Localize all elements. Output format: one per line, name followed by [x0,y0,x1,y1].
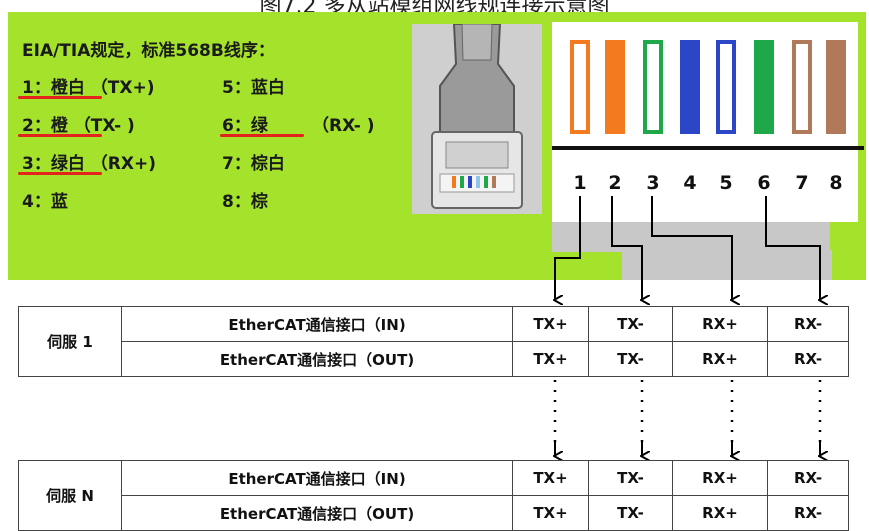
signal-cell: RX+ [672,341,768,377]
pin-number: 1 [573,172,587,194]
wire-5-blue-white [716,40,736,134]
signal-cell: TX+ [512,495,589,531]
servo-1-table: 伺服 1 EtherCAT通信接口（IN) TX+ TX- RX+ RX- Et… [18,306,849,377]
highlight-underline [18,172,102,175]
port-cell: EtherCAT通信接口（IN) [121,306,513,342]
legend-header: EIA/TIA规定，标准568B线序： [22,41,275,61]
pin-number: 8 [829,172,843,194]
signal-cell: TX- [588,306,673,342]
pin-number: 7 [795,172,809,194]
pin-number: 2 [608,172,622,194]
legend-pin-6-signal: （RX- ) [312,116,375,136]
table-row: EtherCAT通信接口（OUT) TX+ TX- RX+ RX- [19,341,849,377]
signal-cell: RX+ [672,460,768,496]
signal-cell: TX- [588,460,673,496]
pinout-legend: EIA/TIA规定，标准568B线序： 1：橙白 （TX+) 5：蓝白 2：橙 … [22,36,375,225]
legend-pin-1: 1：橙白 （TX+) [22,78,155,98]
legend-row: 1：橙白 （TX+) 5：蓝白 [22,73,285,111]
table-row: EtherCAT通信接口（OUT) TX+ TX- RX+ RX- [19,495,849,531]
signal-cell: TX+ [512,306,589,342]
legend-row: 4：蓝 8：棕 [22,187,275,225]
pin-number: 3 [646,172,660,194]
table-row: 伺服 1 EtherCAT通信接口（IN) TX+ TX- RX+ RX- [18,306,849,377]
rj45-plug-icon [431,23,523,209]
signal-cell: RX+ [672,495,768,531]
wire-6-green [754,40,774,134]
highlight-underline [18,96,102,99]
connector-body-shape [622,250,832,280]
table-row: 伺服 N EtherCAT通信接口（IN) TX+ TX- RX+ RX- [18,460,849,531]
legend-pin-3: 3：绿白 （RX+) [22,154,156,174]
signal-cell: TX- [588,495,673,531]
pin-number: 4 [683,172,697,194]
legend-pin-8: 8：棕 [222,192,268,212]
port-cell: EtherCAT通信接口（OUT) [121,341,513,377]
signal-cell: RX- [767,460,849,496]
rj45-plug-image [412,23,542,214]
highlight-underline [220,134,304,137]
servo-label: 伺服 N [18,460,122,531]
pin-number: 6 [757,172,771,194]
port-cell: EtherCAT通信接口（OUT) [121,495,513,531]
servo-n-table: 伺服 N EtherCAT通信接口（IN) TX+ TX- RX+ RX- Et… [18,460,849,531]
wire-7-brown-white [792,40,812,134]
servo-label: 伺服 1 [18,306,122,377]
legend-pin-6: 6：绿 [222,116,268,136]
wire-1-orange-white [570,40,590,134]
signal-cell: RX- [767,306,849,342]
signal-cell: RX- [767,341,849,377]
wire-3-green-white [643,40,663,134]
port-cell: EtherCAT通信接口（IN) [121,460,513,496]
pin-number: 5 [719,172,733,194]
legend-pin-4: 4：蓝 [22,192,68,212]
signal-cell: RX+ [672,306,768,342]
signal-cell: RX- [767,495,849,531]
contact-bar [552,146,864,150]
legend-pin-7: 7：棕白 [222,154,285,174]
signal-cell: TX+ [512,460,589,496]
legend-row: 3：绿白 （RX+) 7：棕白 [22,149,285,187]
wire-4-blue [680,40,700,134]
wire-8-brown [826,40,846,134]
legend-pin-5: 5：蓝白 [222,78,285,98]
signal-cell: TX- [588,341,673,377]
highlight-underline [18,134,102,137]
legend-pin-2: 2：橙 （TX- ) [22,116,135,136]
wire-2-orange [605,40,625,134]
signal-cell: TX+ [512,341,589,377]
legend-row: 2：橙 （TX- ) 6：绿 （RX- ) [22,111,375,149]
